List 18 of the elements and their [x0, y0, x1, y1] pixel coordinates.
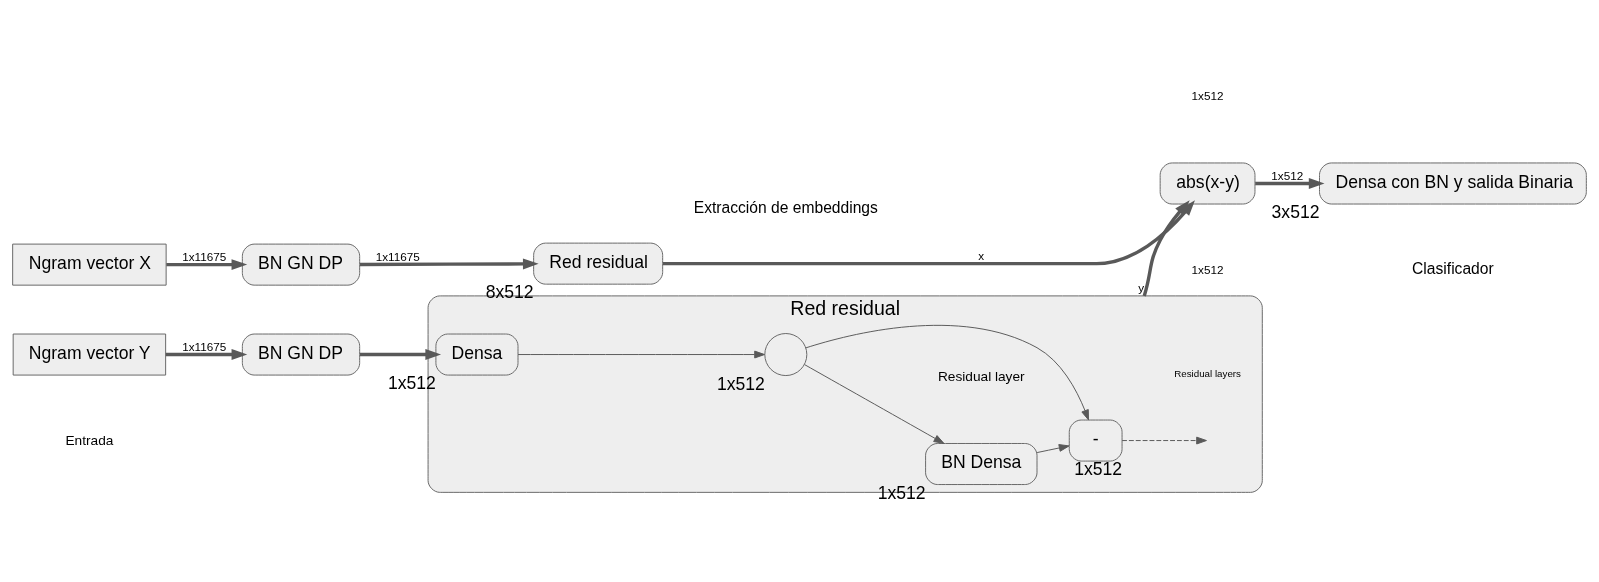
label: Entrada	[65, 432, 114, 448]
node-label: 8x512	[485, 281, 534, 302]
label: 1x512	[1191, 88, 1224, 102]
label: Clasificador	[1412, 259, 1494, 277]
edge-label: 1x11675	[375, 249, 420, 263]
label: 1x512	[1191, 262, 1224, 276]
label: Residual layers	[1174, 367, 1241, 379]
node-label: 3x512	[1271, 201, 1320, 222]
edge-label: 1x11675	[182, 249, 227, 263]
node-label: 1x512	[877, 482, 926, 503]
label: Extracción de embeddings	[693, 198, 878, 216]
edge-label: 1x11675	[182, 339, 227, 353]
edge-label: y	[1138, 280, 1145, 294]
node-label: 1x512	[716, 373, 765, 394]
edge-label: 1x512	[1271, 168, 1304, 182]
label: Residual layer	[937, 368, 1025, 384]
node-label: 1x512	[388, 372, 436, 393]
edge-label: x	[978, 248, 985, 262]
